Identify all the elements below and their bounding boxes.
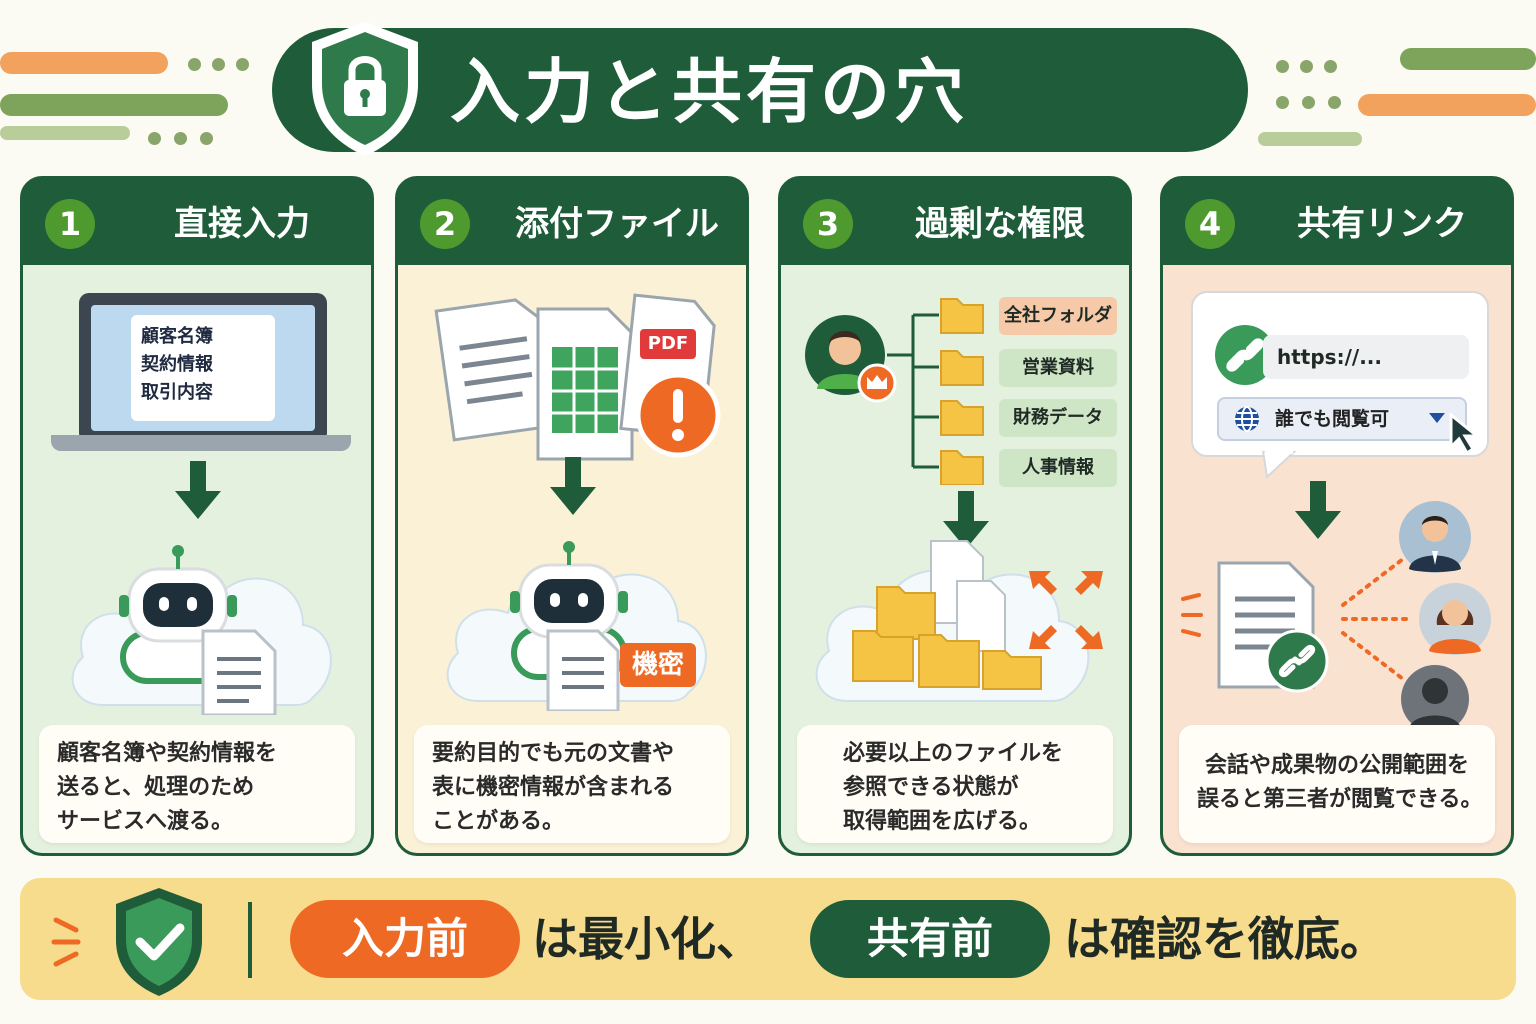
alert-rays-icon: [51, 917, 81, 967]
laptop-screen: 顧客名簿 契約情報 取引内容: [91, 305, 315, 431]
decor-stripe: [0, 94, 228, 116]
arrow-down-icon: [1295, 481, 1341, 539]
share-dialog: https://... 誰でも閲覧可: [1191, 291, 1489, 457]
decor-dot: [1276, 60, 1289, 73]
caption-line: 要約目的でも元の文書や: [432, 741, 675, 766]
shared-document-icon: [1181, 561, 1329, 693]
decor-stripe: [1358, 94, 1536, 116]
decor-dot: [1276, 96, 1289, 109]
globe-icon: [1235, 406, 1259, 432]
chevron-down-icon: [1429, 413, 1445, 423]
decor-stripe: [1258, 132, 1362, 146]
arrow-down-icon: [175, 461, 221, 519]
caption-line: 会話や成果物の公開範囲を: [1204, 753, 1469, 778]
folder-label: 人事情報: [999, 449, 1117, 487]
caption-line: サービスへ渡る。: [57, 809, 234, 834]
cursor-icon: [1449, 413, 1482, 456]
laptop-line: 契約情報: [141, 354, 213, 375]
step-number-badge: 2: [420, 199, 470, 249]
access-dropdown[interactable]: 誰でも閲覧可: [1217, 397, 1467, 441]
decor-dot: [200, 132, 213, 145]
decor-dot: [1300, 60, 1313, 73]
folder-label: 全社フォルダ: [999, 297, 1117, 335]
decor-dot: [174, 132, 187, 145]
arrow-down-icon: [943, 491, 989, 549]
confidential-badge: 機密: [620, 643, 696, 687]
caption-line: 表に機密情報が含まれる: [432, 775, 675, 800]
decor-dot: [212, 58, 225, 71]
panel-header: 4 共有リンク: [1163, 179, 1511, 267]
before-share-pill: 共有前: [810, 900, 1050, 978]
arrow-down-icon: [550, 457, 596, 515]
before-input-pill: 入力前: [290, 900, 520, 978]
panel-excessive-permissions: 3 過剰な権限 全社フォルダ: [778, 176, 1132, 856]
pdf-badge: PDF: [640, 329, 696, 359]
caption-line: 必要以上のファイルを: [843, 741, 1064, 766]
step-number-badge: 4: [1185, 199, 1235, 249]
summary-bar: 入力前 は最小化、 共有前 は確認を徹底。: [20, 878, 1516, 1000]
caption-line: 送ると、処理のため: [57, 775, 255, 800]
panel-direct-input: 1 直接入力 顧客名簿 契約情報 取引内容: [20, 176, 374, 856]
laptop-document: 顧客名簿 契約情報 取引内容: [131, 315, 275, 421]
caption-line: 参照できる状態が: [843, 775, 1019, 800]
shield-check-icon: [116, 888, 202, 996]
panel-attachment: 2 添付ファイル: [395, 176, 749, 856]
decor-dot: [236, 58, 249, 71]
decor-stripe: [0, 126, 130, 140]
panel-caption: 要約目的でも元の文書や 表に機密情報が含まれる ことがある。: [414, 725, 730, 843]
panel-title: 共有リンク: [1297, 204, 1467, 244]
decor-dot: [148, 132, 161, 145]
decor-dot: [1302, 96, 1315, 109]
panel-body: 全社フォルダ 営業資料 財務データ 人事情報: [781, 265, 1129, 853]
decor-dot: [1328, 96, 1341, 109]
panel-body: PDF 機密 要約目的でも元の文書や 表に機密情報が含まれる ことがある。: [398, 265, 746, 853]
panel-share-link: 4 共有リンク https://...: [1160, 176, 1514, 856]
decor-dot: [188, 58, 201, 71]
panel-body: 顧客名簿 契約情報 取引内容: [23, 265, 371, 853]
panel-title: 直接入力: [174, 204, 310, 244]
panel-body: https://... 誰でも閲覧可: [1163, 265, 1511, 853]
folder-label: 財務データ: [999, 399, 1117, 437]
robot-cloud-icon: [71, 545, 332, 715]
summary-text-1: は最小化、: [532, 912, 762, 966]
step-number-badge: 1: [45, 199, 95, 249]
panel-header: 3 過剰な権限: [781, 179, 1129, 267]
summary-text-2: は確認を徹底。: [1064, 912, 1386, 966]
folder-label: 営業資料: [999, 349, 1117, 387]
step-number-badge: 3: [803, 199, 853, 249]
admin-user-tree-icon: [805, 298, 984, 485]
panel-title: 過剰な権限: [915, 204, 1085, 244]
access-option-label: 誰でも閲覧可: [1275, 408, 1390, 430]
shield-lock-icon: [312, 22, 418, 156]
recipients-icon: [1341, 501, 1491, 733]
laptop-base: [51, 435, 351, 451]
laptop-line: 取引内容: [141, 382, 213, 403]
folders-cloud-icon: [815, 540, 1103, 702]
divider: [248, 902, 252, 978]
caption-line: 誤ると第三者が閲覧できる。: [1197, 787, 1483, 812]
decor-dot: [1324, 60, 1337, 73]
share-url-field[interactable]: https://...: [1263, 335, 1469, 379]
caption-line: ことがある。: [432, 809, 565, 834]
panel-header: 1 直接入力: [23, 179, 371, 267]
page-title: 入力と共有の穴: [450, 51, 968, 133]
documents-icon: [434, 293, 721, 461]
panel-title: 添付ファイル: [515, 204, 719, 244]
panel-caption: 必要以上のファイルを 参照できる状態が 取得範囲を広げる。: [797, 725, 1113, 843]
decor-stripe: [0, 52, 168, 74]
laptop-icon: 顧客名簿 契約情報 取引内容: [79, 293, 327, 443]
title-banner: [272, 28, 1248, 152]
panel-caption: 顧客名簿や契約情報を 送ると、処理のため サービスへ渡る。: [39, 725, 355, 843]
speech-tail: [1261, 451, 1297, 479]
caption-line: 取得範囲を広げる。: [843, 809, 1042, 834]
link-icon: [1215, 325, 1275, 385]
laptop-line: 顧客名簿: [141, 326, 213, 347]
decor-stripe: [1400, 48, 1536, 70]
panel-header: 2 添付ファイル: [398, 179, 746, 267]
caption-line: 顧客名簿や契約情報を: [57, 741, 278, 766]
panel-caption: 会話や成果物の公開範囲を 誤ると第三者が閲覧できる。: [1179, 725, 1495, 843]
